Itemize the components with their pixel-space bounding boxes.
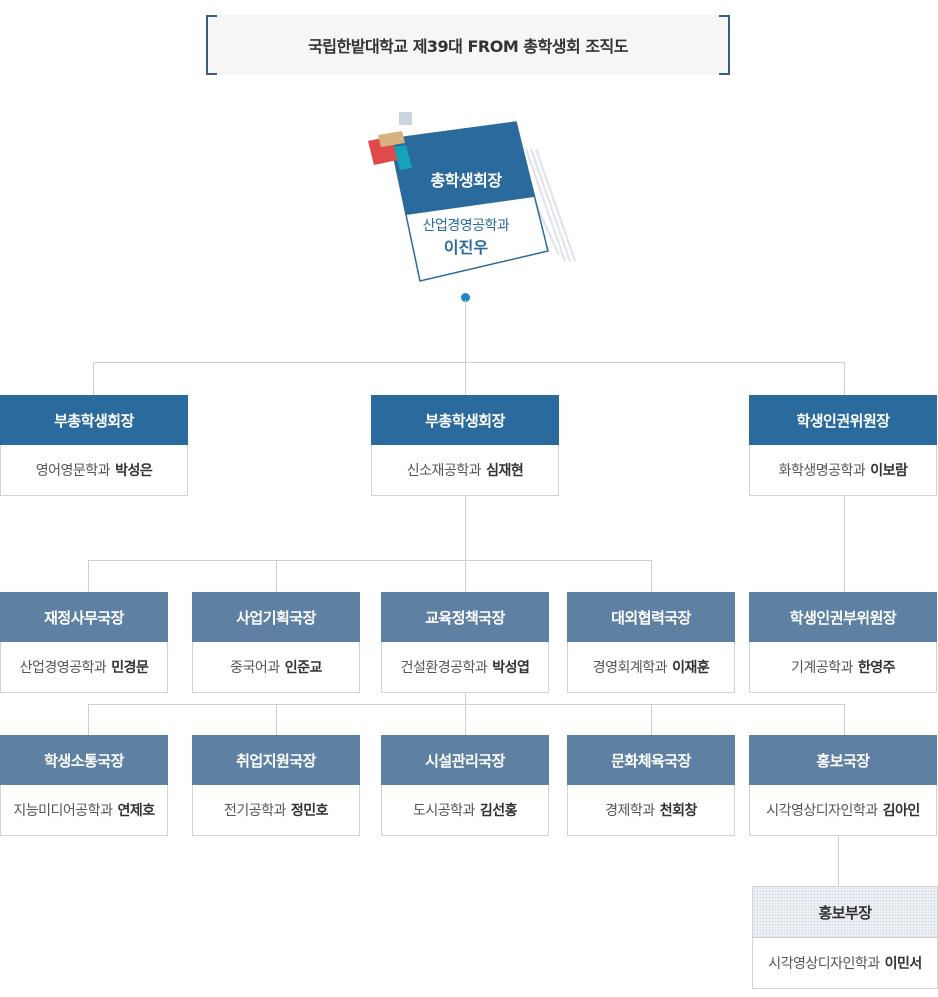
node-dept: 중국어과 — [230, 660, 280, 676]
president-dept: 산업경영공학과 — [422, 218, 510, 234]
node-name: 이재훈 — [672, 660, 710, 676]
title-bracket-right — [719, 15, 730, 75]
node-dept: 경제학과 — [605, 803, 655, 819]
node-name: 민경문 — [111, 660, 149, 676]
node-role: 취업지원국장 — [192, 735, 360, 785]
connector-line — [276, 704, 277, 735]
node-role: 부총학생회장 — [0, 395, 188, 445]
president-card: 총학생회장 산업경영공학과 이진우 — [360, 105, 580, 295]
connector-line — [88, 704, 89, 735]
node-name: 김아인 — [882, 803, 921, 819]
node-role: 홍보부장 — [752, 886, 938, 938]
node-dept: 시각영상디자인학과 — [768, 956, 880, 972]
node-name: 연제호 — [117, 803, 155, 819]
connector-line — [93, 362, 94, 395]
node-dept: 지능미디어공학과 — [13, 803, 113, 819]
connector-line — [276, 560, 277, 592]
node-dept: 신소재공학과 — [406, 463, 482, 479]
node-role: 부총학생회장 — [371, 395, 559, 445]
node-name: 이민서 — [884, 956, 923, 972]
node-dept: 화학생명공학과 — [778, 463, 866, 479]
node-dept: 기계공학과 — [790, 660, 853, 676]
node-name: 한영주 — [857, 660, 896, 676]
node-name: 천회창 — [659, 803, 698, 819]
node-dept: 도시공학과 — [412, 803, 475, 819]
node-role: 학생인권부위원장 — [749, 592, 937, 642]
node-dept: 건설환경공학과 — [400, 660, 488, 676]
president-role: 총학생회장 — [430, 171, 502, 190]
connector-line — [651, 560, 652, 592]
president-name: 이진우 — [443, 238, 489, 257]
node-role: 교육정책국장 — [381, 592, 549, 642]
president-emblem — [368, 112, 577, 282]
node-dept: 시각영상디자인학과 — [766, 803, 878, 819]
node-role: 사업기획국장 — [192, 592, 360, 642]
node-role: 대외협력국장 — [567, 592, 735, 642]
node-role: 문화체육국장 — [567, 735, 735, 785]
deco-square-teal — [394, 145, 412, 170]
card-header — [390, 122, 534, 215]
node-role: 재정사무국장 — [0, 592, 168, 642]
connector-line — [88, 560, 652, 561]
node-dept: 영어영문학과 — [35, 463, 111, 479]
node-role: 시설관리국장 — [381, 735, 549, 785]
deco-square-gray — [399, 112, 412, 125]
node-dept: 전기공학과 — [223, 803, 286, 819]
node-name: 인준교 — [284, 660, 323, 676]
connector-dot — [461, 293, 470, 302]
connector-line — [465, 704, 466, 735]
node-dept: 산업경영공학과 — [19, 660, 107, 676]
node-name: 이보람 — [870, 463, 908, 479]
chart-title: 국립한밭대학교 제39대 FROM 총학생회 조직도 — [308, 37, 628, 56]
connector-line — [465, 300, 466, 395]
node-name: 김선홍 — [479, 803, 518, 819]
connector-line — [838, 836, 839, 886]
deco-square-tan — [378, 131, 405, 147]
connector-line — [93, 362, 845, 363]
connector-line — [844, 362, 845, 395]
node-role: 학생소통국장 — [0, 735, 168, 785]
title-bracket-left — [206, 15, 217, 75]
node-name: 심재현 — [486, 463, 524, 479]
node-dept: 경영회계학과 — [592, 660, 668, 676]
node-name: 정민호 — [290, 803, 329, 819]
node-name: 박성은 — [115, 463, 153, 479]
connector-line — [88, 560, 89, 592]
connector-line — [651, 704, 652, 735]
connector-line — [844, 495, 845, 592]
connector-line — [844, 704, 845, 735]
chart-title-box: 국립한밭대학교 제39대 FROM 총학생회 조직도 — [206, 15, 730, 75]
node-role: 홍보국장 — [749, 735, 937, 785]
node-role: 학생인권위원장 — [749, 395, 937, 445]
connector-line — [88, 704, 845, 705]
node-name: 박성엽 — [492, 660, 530, 676]
